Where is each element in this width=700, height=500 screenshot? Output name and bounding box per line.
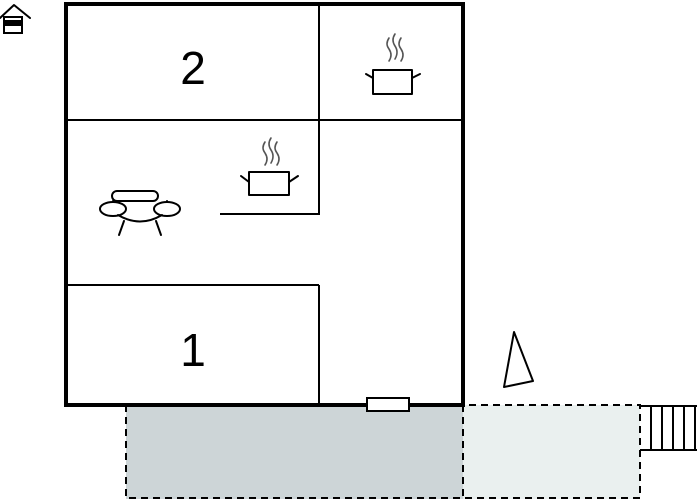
room-2-number: 2 [180, 42, 206, 94]
covered-terrace [126, 405, 463, 499]
room-1-number: 1 [180, 324, 206, 376]
stairs-icon [640, 405, 697, 451]
house-entrance-icon [0, 4, 31, 34]
interior-walls [66, 4, 463, 405]
entrance-door [366, 397, 410, 412]
terrace-dashed-outline [125, 404, 641, 499]
cooking-pot-icon [240, 137, 299, 196]
open-terrace [463, 405, 640, 499]
outer-walls [64, 2, 465, 407]
north-arrow-icon [503, 331, 534, 388]
cooking-pot-icon [365, 33, 421, 95]
sofa-icon [99, 190, 181, 236]
